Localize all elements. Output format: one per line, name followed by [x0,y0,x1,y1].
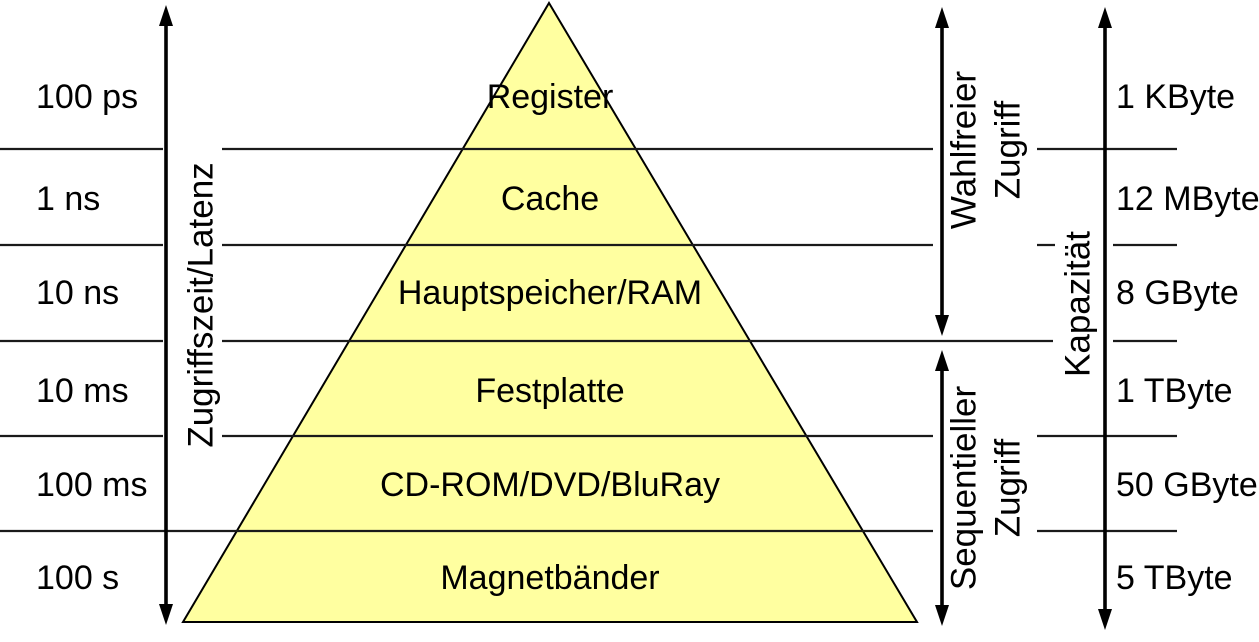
time-value-2: 10 ns [36,274,119,312]
time-value-5: 100 s [36,559,119,597]
time-values: 100 ps 1 ns 10 ns 10 ms 100 ms 100 s [36,78,148,597]
random-access-label-line2: Zugriff [989,100,1028,199]
random-access-label-line1: Wahlfreier [945,71,984,230]
time-value-4: 100 ms [36,466,148,504]
arrowhead-up-icon [935,7,949,28]
pyramid-level-label-1: Cache [501,180,599,218]
capacity-axis-label: Kapazität [1059,231,1098,377]
capacity-value-3: 1 TByte [1116,372,1233,410]
capacity-value-2: 8 GByte [1116,274,1239,312]
level-divider-lines [0,147,1177,533]
capacity-value-5: 5 TByte [1116,559,1233,597]
capacity-axis-arrow [1098,7,1112,630]
time-value-3: 10 ms [36,372,129,410]
sequential-access-arrow [935,350,949,626]
sequential-access-label-line1: Sequentieller [945,386,984,591]
arrowhead-up-icon [935,350,949,371]
capacity-value-0: 1 KByte [1116,78,1235,116]
time-value-0: 100 ps [36,78,138,116]
pyramid-level-label-2: Hauptspeicher/RAM [398,274,702,312]
arrowhead-down-icon [1098,609,1112,630]
pyramid-level-label-3: Festplatte [475,372,624,410]
random-access-arrow [935,7,949,336]
arrowhead-up-icon [1098,7,1112,28]
pyramid-level-labels: Register Cache Hauptspeicher/RAM Festpla… [380,78,720,597]
time-axis-arrow [159,5,173,625]
capacity-values: 1 KByte 12 MByte 8 GByte 1 TByte 50 GByt… [1116,78,1259,597]
pyramid-level-label-5: Magnetbänder [440,559,659,597]
time-axis-label: Zugriffszeit/Latenz [182,162,221,447]
pyramid-level-label-0: Register [487,78,614,116]
arrowhead-down-icon [935,605,949,626]
arrowhead-down-icon [159,604,173,625]
arrowhead-up-icon [159,5,173,26]
capacity-value-4: 50 GByte [1116,466,1258,504]
sequential-access-label-line2: Zugriff [989,438,1028,537]
capacity-value-1: 12 MByte [1116,180,1259,218]
memory-pyramid [181,1,919,623]
time-value-1: 1 ns [36,180,100,218]
pyramid-level-label-4: CD-ROM/DVD/BluRay [380,466,720,504]
arrowhead-down-icon [935,315,949,336]
